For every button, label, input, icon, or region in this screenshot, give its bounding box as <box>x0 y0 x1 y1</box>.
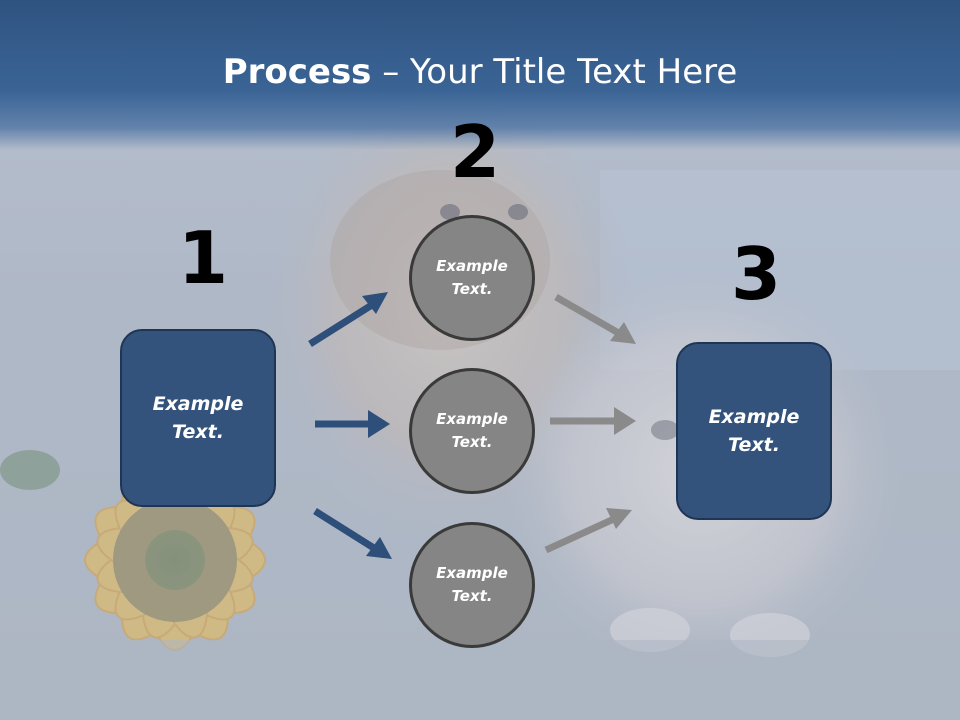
title-rest: – Your Title Text Here <box>371 52 738 92</box>
step-2-circle-bottom: Example Text. <box>409 522 535 648</box>
arrow-gray-up <box>554 293 636 344</box>
step-2-circle-middle: Example Text. <box>409 368 535 494</box>
arrow-gray-down <box>544 508 632 554</box>
title-bold: Process <box>222 52 372 92</box>
step-number-2: 2 <box>450 110 501 194</box>
step-2-circle-top: Example Text. <box>409 215 535 341</box>
step-1-label: Example Text. <box>152 392 244 444</box>
arrow-gray-mid <box>550 407 636 435</box>
circle-bottom-label: Example Text. <box>436 563 508 605</box>
step-number-1: 1 <box>178 216 229 300</box>
step-3-box: Example Text. <box>676 342 832 520</box>
step-1-box: Example Text. <box>120 329 276 507</box>
title-bar <box>0 0 960 150</box>
circle-middle-label: Example Text. <box>436 409 508 451</box>
arrow-blue-down <box>313 508 392 559</box>
step-3-label: Example Text. <box>708 405 800 457</box>
circle-top-label: Example Text. <box>436 256 508 298</box>
slide-title: Process – Your Title Text Here <box>0 52 960 92</box>
arrow-blue-mid <box>315 410 390 438</box>
step-number-3: 3 <box>731 232 782 316</box>
arrow-blue-up <box>308 292 388 347</box>
